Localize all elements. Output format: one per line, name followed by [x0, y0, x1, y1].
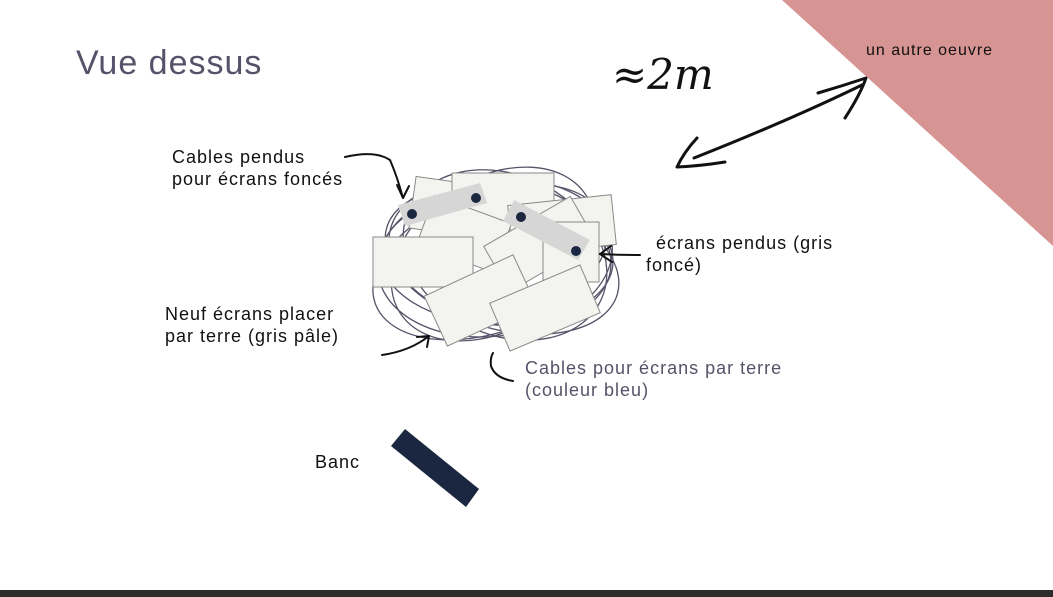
label-line: (couleur bleu): [525, 380, 650, 400]
hanging-screens-label: écrans pendus (gris foncé): [646, 232, 833, 276]
label-line: Neuf écrans placer: [165, 304, 335, 324]
distance-label: ≈2m: [612, 50, 714, 99]
label-line: foncé): [646, 255, 703, 275]
bench-label: Banc: [315, 452, 361, 472]
arrow-floor-cables: [489, 352, 514, 382]
pointer-arrows: [344, 153, 641, 382]
cable-dot: [471, 193, 481, 203]
cable-dot: [571, 246, 581, 256]
other-work-area: [782, 0, 1053, 246]
label-line: Cables pendus: [172, 147, 306, 167]
floor-cables-label: Cables pour écrans par terre (couleur bl…: [525, 357, 782, 401]
hanging-screen: [398, 183, 487, 226]
label-line: Cables pour écrans par terre: [525, 358, 783, 378]
hanging-cables-label: Cables pendus pour écrans foncés: [172, 146, 343, 190]
floor-screens-label: Neuf écrans placer par terre (gris pâle): [165, 303, 339, 347]
arrow-floor-screens: [381, 335, 430, 356]
cable-dot: [407, 209, 417, 219]
floor-screen: [423, 254, 537, 347]
floor-screen: [372, 236, 474, 288]
label-line: écrans pendus (gris: [656, 233, 834, 253]
cable-dot: [516, 212, 526, 222]
hanging-cable-points: [407, 193, 581, 256]
floor-screen: [489, 264, 601, 352]
distance-arrow: [675, 76, 868, 169]
arrow-hanging-cables: [344, 153, 404, 199]
label-line: pour écrans foncés: [172, 169, 344, 189]
label-line: par terre (gris pâle): [165, 326, 340, 346]
arrow-hanging-screens: [599, 253, 641, 256]
page-title: Vue dessus: [76, 44, 263, 82]
other-work-label: un autre oeuvre: [866, 42, 994, 59]
bottom-divider: [0, 590, 1053, 597]
bench: [391, 429, 479, 507]
